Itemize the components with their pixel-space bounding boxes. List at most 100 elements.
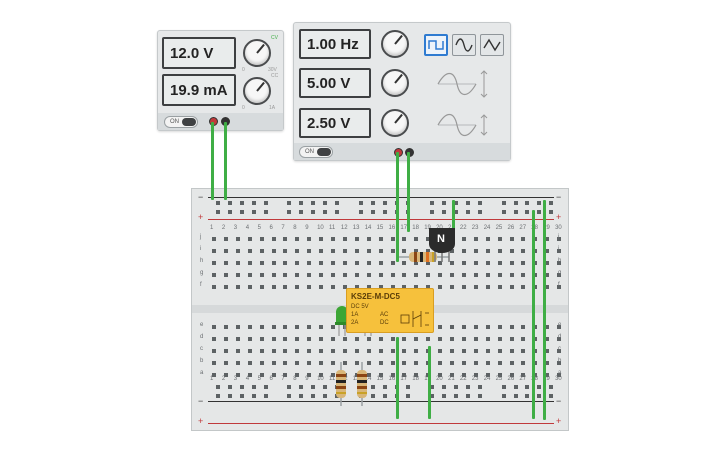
- terminal-hole[interactable]: [271, 273, 276, 277]
- terminal-hole[interactable]: [235, 325, 240, 329]
- terminal-hole[interactable]: [402, 349, 407, 353]
- terminal-hole[interactable]: [557, 349, 562, 353]
- terminal-hole[interactable]: [354, 249, 359, 253]
- rail-hole[interactable]: [311, 210, 316, 214]
- rail-hole[interactable]: [287, 385, 292, 389]
- sine-wave-button[interactable]: [452, 34, 476, 56]
- terminal-hole[interactable]: [259, 337, 264, 341]
- terminal-hole[interactable]: [533, 373, 538, 377]
- terminal-hole[interactable]: [557, 261, 562, 265]
- rail-hole[interactable]: [465, 210, 470, 214]
- terminal-hole[interactable]: [223, 349, 228, 353]
- terminal-hole[interactable]: [283, 337, 288, 341]
- frequency-knob[interactable]: [381, 30, 409, 58]
- terminal-hole[interactable]: [473, 273, 478, 277]
- terminal-hole[interactable]: [414, 261, 419, 265]
- rail-hole[interactable]: [382, 210, 387, 214]
- terminal-hole[interactable]: [283, 325, 288, 329]
- rail-hole[interactable]: [216, 385, 220, 389]
- terminal-hole[interactable]: [212, 285, 216, 289]
- terminal-hole[interactable]: [307, 285, 312, 289]
- terminal-hole[interactable]: [545, 237, 550, 241]
- terminal-hole[interactable]: [509, 285, 514, 289]
- terminal-hole[interactable]: [295, 261, 300, 265]
- terminal-hole[interactable]: [295, 285, 300, 289]
- terminal-hole[interactable]: [461, 373, 466, 377]
- terminal-hole[interactable]: [295, 325, 300, 329]
- rail-hole[interactable]: [513, 385, 518, 389]
- terminal-hole[interactable]: [438, 285, 443, 289]
- rail-hole[interactable]: [251, 394, 256, 398]
- terminal-hole[interactable]: [390, 349, 395, 353]
- terminal-hole[interactable]: [497, 285, 502, 289]
- terminal-hole[interactable]: [247, 237, 252, 241]
- terminal-hole[interactable]: [307, 373, 312, 377]
- terminal-hole[interactable]: [485, 325, 490, 329]
- rail-hole[interactable]: [311, 385, 316, 389]
- rail-hole[interactable]: [370, 201, 375, 205]
- terminal-hole[interactable]: [271, 285, 276, 289]
- terminal-hole[interactable]: [283, 373, 288, 377]
- terminal-hole[interactable]: [497, 361, 502, 365]
- rail-hole[interactable]: [358, 201, 363, 205]
- terminal-hole[interactable]: [485, 361, 490, 365]
- terminal-hole[interactable]: [402, 261, 407, 265]
- terminal-hole[interactable]: [271, 325, 276, 329]
- terminal-hole[interactable]: [331, 249, 335, 253]
- rail-hole[interactable]: [227, 201, 232, 205]
- rail-hole[interactable]: [406, 385, 411, 389]
- rail-hole[interactable]: [430, 201, 435, 205]
- terminal-hole[interactable]: [485, 261, 490, 265]
- rail-hole[interactable]: [358, 210, 363, 214]
- terminal-hole[interactable]: [461, 349, 466, 353]
- terminal-hole[interactable]: [366, 237, 371, 241]
- rail-hole[interactable]: [251, 201, 256, 205]
- square-wave-button[interactable]: [424, 34, 448, 56]
- terminal-hole[interactable]: [378, 361, 383, 365]
- terminal-hole[interactable]: [271, 349, 276, 353]
- terminal-hole[interactable]: [307, 249, 312, 253]
- rail-hole[interactable]: [299, 394, 304, 398]
- terminal-hole[interactable]: [378, 261, 383, 265]
- terminal-hole[interactable]: [319, 349, 324, 353]
- terminal-hole[interactable]: [557, 285, 562, 289]
- rail-hole[interactable]: [311, 201, 316, 205]
- terminal-hole[interactable]: [247, 285, 252, 289]
- terminal-hole[interactable]: [426, 237, 431, 241]
- rail-hole[interactable]: [549, 201, 554, 205]
- terminal-hole[interactable]: [235, 349, 240, 353]
- terminal-hole[interactable]: [473, 249, 478, 253]
- terminal-hole[interactable]: [354, 285, 359, 289]
- terminal-hole[interactable]: [390, 337, 395, 341]
- terminal-hole[interactable]: [259, 261, 264, 265]
- terminal-hole[interactable]: [319, 261, 324, 265]
- rail-hole[interactable]: [465, 385, 470, 389]
- terminal-hole[interactable]: [378, 237, 383, 241]
- terminal-hole[interactable]: [235, 237, 240, 241]
- terminal-hole[interactable]: [223, 249, 228, 253]
- terminal-hole[interactable]: [247, 361, 252, 365]
- terminal-hole[interactable]: [402, 337, 407, 341]
- terminal-hole[interactable]: [485, 249, 490, 253]
- terminal-hole[interactable]: [235, 361, 240, 365]
- terminal-hole[interactable]: [247, 349, 252, 353]
- terminal-hole[interactable]: [223, 261, 228, 265]
- terminal-hole[interactable]: [450, 361, 454, 365]
- terminal-hole[interactable]: [378, 373, 383, 377]
- terminal-hole[interactable]: [259, 237, 264, 241]
- terminal-hole[interactable]: [259, 325, 264, 329]
- terminal-hole[interactable]: [414, 249, 419, 253]
- terminal-hole[interactable]: [247, 325, 252, 329]
- terminal-hole[interactable]: [497, 261, 502, 265]
- terminal-hole[interactable]: [450, 261, 454, 265]
- terminal-hole[interactable]: [271, 237, 276, 241]
- rail-hole[interactable]: [370, 210, 375, 214]
- terminal-hole[interactable]: [319, 249, 324, 253]
- terminal-hole[interactable]: [319, 373, 324, 377]
- rail-hole[interactable]: [323, 201, 328, 205]
- terminal-hole[interactable]: [461, 325, 466, 329]
- terminal-hole[interactable]: [331, 325, 335, 329]
- terminal-hole[interactable]: [378, 349, 383, 353]
- rail-hole[interactable]: [454, 201, 458, 205]
- terminal-hole[interactable]: [497, 325, 502, 329]
